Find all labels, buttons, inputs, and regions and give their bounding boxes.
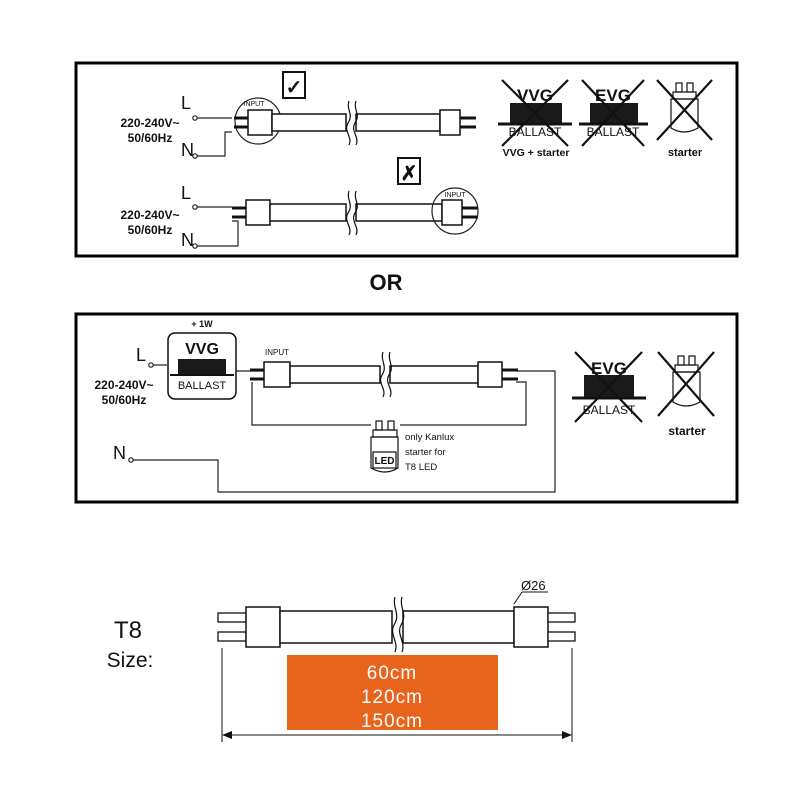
length-option: 60cm — [367, 663, 417, 684]
frequency-label: 50/60Hz — [128, 223, 173, 237]
neutral-label: N — [181, 230, 194, 250]
t8-tube-drawing — [217, 596, 576, 653]
led-tube — [250, 351, 518, 398]
frequency-label: 50/60Hz — [128, 131, 173, 145]
excluded-caption: starter — [668, 147, 703, 159]
tube-type-label: T8 — [114, 617, 142, 644]
wires — [128, 362, 556, 493]
or-label: OR — [370, 270, 403, 295]
size-section: T8 Size: Ø26 60cm — [107, 578, 576, 742]
tube-end-cap — [441, 199, 463, 226]
voltage-label: 220-240V~ — [94, 378, 153, 392]
excluded-starter: starter — [657, 351, 715, 438]
incorrect-wiring: 220-240V~ 50/60Hz L N — [120, 157, 479, 250]
starter-icon — [657, 351, 715, 417]
length-option: 150cm — [361, 711, 423, 732]
tube-end-cap — [263, 361, 291, 388]
live-label: L — [181, 93, 191, 113]
ballast-label: BALLAST — [583, 403, 636, 417]
wires — [192, 115, 232, 159]
excluded-evg: EVG BALLAST — [579, 79, 648, 147]
input-label: INPUT — [265, 348, 289, 357]
neutral-label: N — [113, 443, 126, 463]
ballast-label: BALLAST — [509, 125, 562, 139]
input-label: INPUT — [244, 101, 266, 108]
ballast-type-label: VVG — [185, 341, 219, 358]
tube-end-cap — [439, 109, 461, 136]
ballast-power-label: + 1W — [191, 319, 213, 329]
tube-end-cap — [247, 109, 273, 136]
led-starter-icon: LED — [370, 420, 399, 473]
size-label: Size: — [107, 649, 154, 672]
tube-end-cap — [513, 606, 549, 648]
voltage-label: 220-240V~ — [120, 208, 179, 222]
length-options-box: 60cm 120cm 150cm — [287, 655, 498, 732]
input-highlight-circle — [431, 187, 479, 235]
checkmark-box: ✓ — [282, 71, 306, 99]
ballast-icon — [498, 79, 572, 147]
neutral-label: N — [181, 140, 194, 160]
starter-note-line: only Kanlux — [405, 432, 454, 443]
length-option: 120cm — [361, 687, 423, 708]
ballast-type-label: VVG — [517, 86, 553, 105]
live-label: L — [136, 345, 146, 365]
panel-vvg-ballast: 220-240V~ 50/60Hz L N + 1W VVG BALLAST I… — [74, 312, 739, 504]
excluded-caption: VVG + starter — [503, 147, 570, 159]
tube-end-cap — [477, 361, 503, 388]
excluded-evg: EVG BALLAST — [572, 351, 646, 423]
cross-box: ✗ — [397, 157, 421, 185]
ballast-type-label: EVG — [591, 359, 627, 378]
ballast-type-label: EVG — [595, 86, 631, 105]
frequency-label: 50/60Hz — [102, 393, 147, 407]
tube-end-cap — [245, 199, 271, 226]
diameter-callout: Ø26 — [513, 578, 548, 605]
length-dimension-line — [221, 648, 573, 742]
starter-led-label: LED — [375, 456, 395, 467]
diameter-label: Ø26 — [521, 578, 546, 593]
excluded-caption: starter — [668, 424, 706, 438]
live-label: L — [181, 183, 191, 203]
led-tube — [234, 100, 476, 146]
wires — [192, 204, 239, 249]
tube-end-cap — [245, 606, 281, 648]
led-tube — [232, 190, 478, 236]
ballast-label: BALLAST — [178, 380, 227, 392]
length-highlight — [287, 655, 498, 730]
ballast-box: + 1W VVG BALLAST — [167, 319, 237, 400]
correct-wiring: 220-240V~ 50/60Hz L N INPUT — [120, 71, 476, 160]
voltage-label: 220-240V~ — [120, 116, 179, 130]
ballast-icon — [572, 351, 646, 423]
panel-ballast-bypass: 220-240V~ 50/60Hz L N INPUT — [74, 61, 739, 258]
input-label: INPUT — [445, 192, 467, 199]
starter-note-line: T8 LED — [405, 462, 437, 473]
starter-note-line: starter for — [405, 447, 446, 458]
excluded-starter: starter — [656, 79, 713, 159]
starter-icon — [656, 79, 713, 141]
ballast-label: BALLAST — [587, 125, 640, 139]
excluded-vvg-starter: VVG BALLAST VVG + starter — [498, 79, 572, 159]
ballast-icon — [579, 79, 648, 147]
cross-mark-icon: ✗ — [401, 163, 418, 185]
checkmark-icon: ✓ — [286, 77, 303, 99]
